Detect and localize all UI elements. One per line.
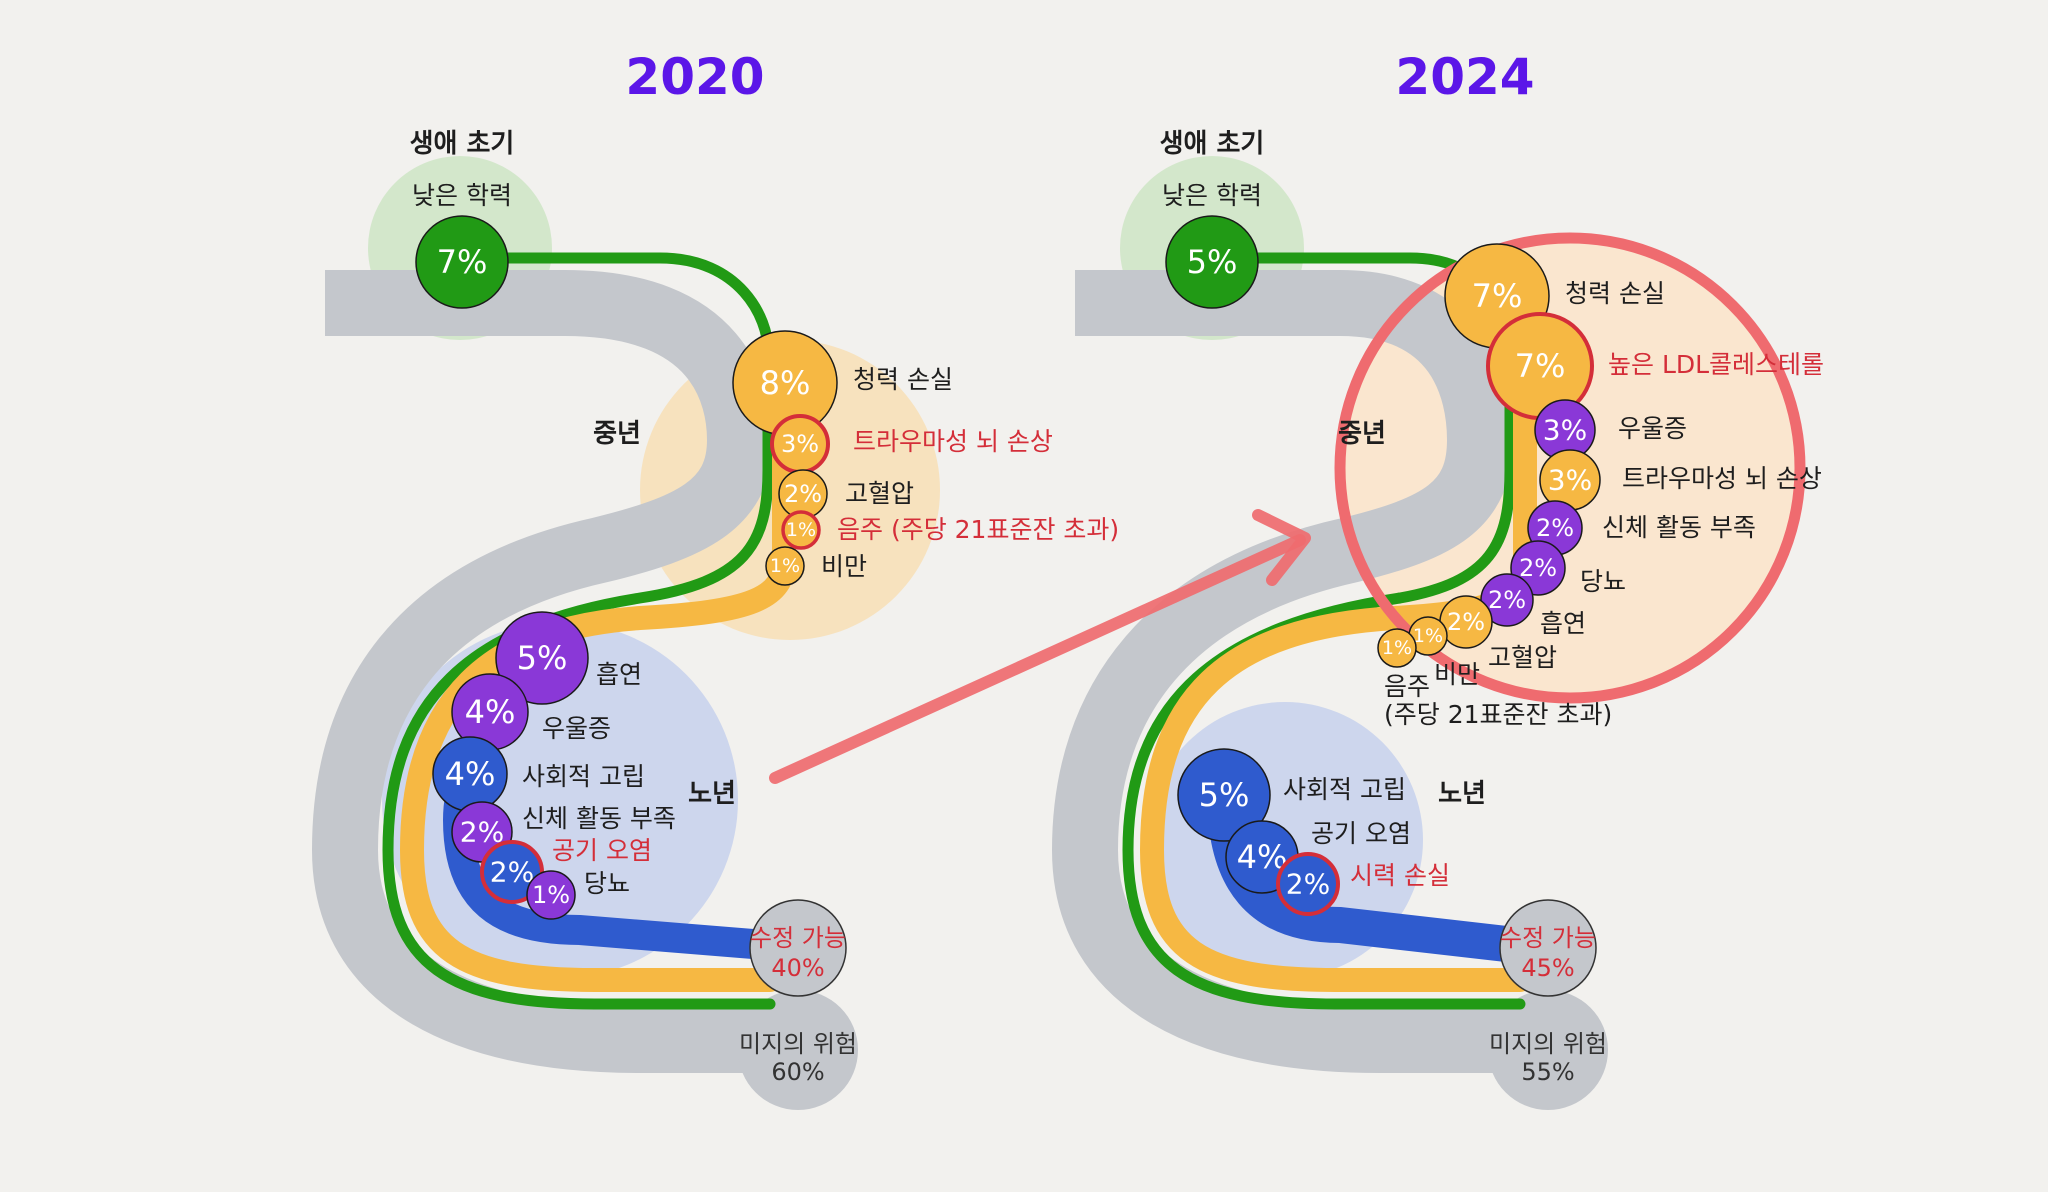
bubble-obesity-2020 bbox=[765, 546, 805, 586]
bubble-diabetes-2020 bbox=[526, 870, 576, 920]
label-social-isolation-2024: 사회적 고립 bbox=[1283, 775, 1406, 804]
panel-2020: 7% 8% 3% 2% 1% 1% 5% 4% 4% 2% 2% 1% 수정 가… bbox=[312, 48, 1119, 1110]
pct-hearing-loss-2020: 8% bbox=[760, 364, 811, 402]
pct-social-isolation-2024: 5% bbox=[1199, 776, 1250, 814]
label-hypertension-2024: 고혈압 bbox=[1488, 643, 1557, 672]
pct-vision-loss-2024: 2% bbox=[1286, 868, 1330, 901]
new-factors-ring-2024 bbox=[1334, 232, 1806, 704]
pct-diabetes-2024: 2% bbox=[1519, 554, 1557, 582]
stream-orange-2020 bbox=[399, 358, 796, 992]
stage-early-2024: 생애 초기 bbox=[1160, 129, 1265, 159]
label-social-isolation-2020: 사회적 고립 bbox=[522, 762, 645, 791]
label-air-pollution-2024: 공기 오염 bbox=[1311, 819, 1411, 848]
pct-obesity-2020: 1% bbox=[770, 555, 800, 577]
label-tbi-2020: 트라우마성 뇌 손상 bbox=[853, 427, 1053, 456]
stage-early-2020: 생애 초기 bbox=[410, 129, 515, 159]
transition-arrow bbox=[769, 534, 1306, 784]
pct-social-isolation-2020: 4% bbox=[445, 755, 496, 793]
label-physical-inactivity-2020: 신체 활동 부족 bbox=[522, 804, 676, 833]
pct-physical-inactivity-2020: 2% bbox=[460, 816, 504, 849]
pct-tbi-2024: 3% bbox=[1548, 464, 1592, 497]
label-air-pollution-2020: 공기 오염 bbox=[552, 836, 652, 865]
pct-smoking-2020: 5% bbox=[517, 639, 568, 677]
bubble-alcohol-2020 bbox=[781, 510, 821, 550]
transition-arrowhead bbox=[1252, 509, 1311, 586]
year-title-2020: 2020 bbox=[625, 48, 764, 106]
stage-late-2020: 노년 bbox=[688, 779, 736, 809]
pct-ldl-2024: 7% bbox=[1515, 347, 1566, 385]
pct-physical-inactivity-2024: 2% bbox=[1536, 514, 1574, 542]
label-depression-2024: 우울증 bbox=[1618, 414, 1687, 443]
label-physical-inactivity-2024: 신체 활동 부족 bbox=[1602, 513, 1756, 542]
bubble-alcohol-2024 bbox=[1377, 628, 1417, 668]
unknown-label-2024: 미지의 위험 bbox=[1489, 1030, 1607, 1058]
pct-tbi-2020: 3% bbox=[781, 430, 819, 458]
pct-low-education-2020: 7% bbox=[437, 243, 488, 281]
bubble-vision-loss-2024 bbox=[1276, 852, 1340, 916]
modifiable-label-2024: 수정 가능 bbox=[1500, 924, 1596, 952]
unknown-pct-2024: 55% bbox=[1521, 1058, 1574, 1086]
pct-air-pollution-2024: 4% bbox=[1237, 838, 1288, 876]
label-diabetes-2024: 당뇨 bbox=[1580, 567, 1626, 596]
unknown-risk-circle-2020 bbox=[738, 990, 858, 1110]
stage-mid-2020: 중년 bbox=[593, 419, 641, 449]
label-obesity-2020: 비만 bbox=[821, 552, 867, 581]
pct-diabetes-2020: 1% bbox=[532, 881, 570, 909]
label-tbi-2024: 트라우마성 뇌 손상 bbox=[1622, 464, 1822, 493]
modifiable-pct-2020: 40% bbox=[771, 954, 824, 982]
label-low-education-2020: 낮은 학력 bbox=[412, 181, 512, 210]
modifiable-circle-2020 bbox=[749, 899, 847, 997]
pct-air-pollution-2020: 2% bbox=[490, 856, 534, 889]
pct-hearing-loss-2024: 7% bbox=[1472, 277, 1523, 315]
label-smoking-2020: 흡연 bbox=[596, 660, 642, 689]
bubble-low-education-2024 bbox=[1165, 215, 1259, 309]
label-hearing-loss-2020: 청력 손실 bbox=[853, 365, 953, 394]
stage-mid-2024: 중년 bbox=[1338, 419, 1386, 449]
bubble-low-education-2020 bbox=[415, 215, 509, 309]
bubble-social-isolation-2024 bbox=[1177, 748, 1271, 842]
pct-depression-2020: 4% bbox=[465, 693, 516, 731]
road-2020 bbox=[312, 270, 790, 1073]
unknown-risk-circle-2024 bbox=[1488, 990, 1608, 1110]
pct-alcohol-2024: 1% bbox=[1382, 637, 1412, 659]
label-alcohol-detail-2024: (주당 21표준잔 초과) bbox=[1384, 700, 1612, 729]
pct-depression-2024: 3% bbox=[1543, 414, 1587, 447]
label-hearing-loss-2024: 청력 손실 bbox=[1565, 279, 1665, 308]
label-alcohol-2024: 음주 bbox=[1384, 672, 1430, 701]
label-low-education-2024: 낮은 학력 bbox=[1162, 181, 1262, 210]
label-diabetes-2020: 당뇨 bbox=[584, 869, 630, 898]
pct-hypertension-2024: 2% bbox=[1447, 608, 1485, 636]
label-alcohol-2020: 음주 (주당 21표준잔 초과) bbox=[837, 515, 1119, 544]
unknown-label-2020: 미지의 위험 bbox=[739, 1030, 857, 1058]
road-2024 bbox=[1052, 270, 1550, 1073]
label-ldl-2024: 높은 LDL콜레스테롤 bbox=[1608, 350, 1824, 379]
modifiable-circle-2024 bbox=[1499, 899, 1597, 997]
pct-obesity-2024: 1% bbox=[1413, 625, 1443, 647]
modifiable-pct-2024: 45% bbox=[1521, 954, 1574, 982]
label-obesity-2024: 비만 bbox=[1434, 660, 1480, 689]
bubble-smoking-2020 bbox=[495, 611, 589, 705]
pct-smoking-2024: 2% bbox=[1488, 586, 1526, 614]
stage-late-2024: 노년 bbox=[1438, 779, 1486, 809]
label-depression-2020: 우울증 bbox=[542, 714, 611, 743]
pct-alcohol-2020: 1% bbox=[786, 519, 816, 541]
modifiable-label-2020: 수정 가능 bbox=[750, 924, 846, 952]
label-hypertension-2020: 고혈압 bbox=[845, 479, 914, 508]
panel-2024: 5% 7% 7% 3% 3% 2% 2% 2% 2% 1% 1% 5% 4% 2… bbox=[1052, 48, 1824, 1110]
label-vision-loss-2024: 시력 손실 bbox=[1350, 861, 1450, 890]
pct-low-education-2024: 5% bbox=[1187, 243, 1238, 281]
label-smoking-2024: 흡연 bbox=[1540, 609, 1586, 638]
pct-hypertension-2020: 2% bbox=[784, 480, 822, 508]
year-title-2024: 2024 bbox=[1395, 48, 1534, 106]
unknown-pct-2020: 60% bbox=[771, 1058, 824, 1086]
